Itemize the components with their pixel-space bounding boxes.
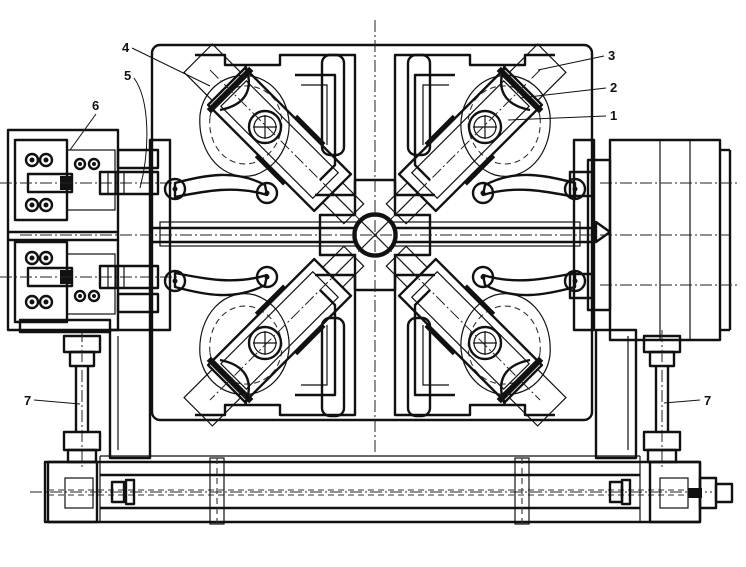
callout-3: 3 [537,48,615,71]
callout-6: 6 [69,98,99,151]
svg-text:6: 6 [92,98,99,113]
svg-text:2: 2 [610,80,617,95]
svg-text:4: 4 [122,40,130,55]
svg-text:3: 3 [608,48,615,63]
svg-text:7: 7 [704,393,711,408]
callout-7-left: 7 [24,393,81,408]
centerlines [20,20,730,455]
side-columns [108,328,638,460]
svg-text:7: 7 [24,393,31,408]
callout-4: 4 [122,40,211,87]
svg-text:1: 1 [610,108,617,123]
svg-text:5: 5 [124,68,131,83]
tie-rod-right [642,330,682,470]
tie-rod-left [62,330,102,470]
callout-5: 5 [124,68,148,189]
quadrant-lower-right [373,233,587,435]
left-drive-housing [0,128,180,334]
right-gearbox [568,138,740,342]
callout-7-right: 7 [663,393,711,408]
callout-1: 1 [507,108,617,123]
callout-2: 2 [519,80,617,99]
base-beam [30,455,734,525]
